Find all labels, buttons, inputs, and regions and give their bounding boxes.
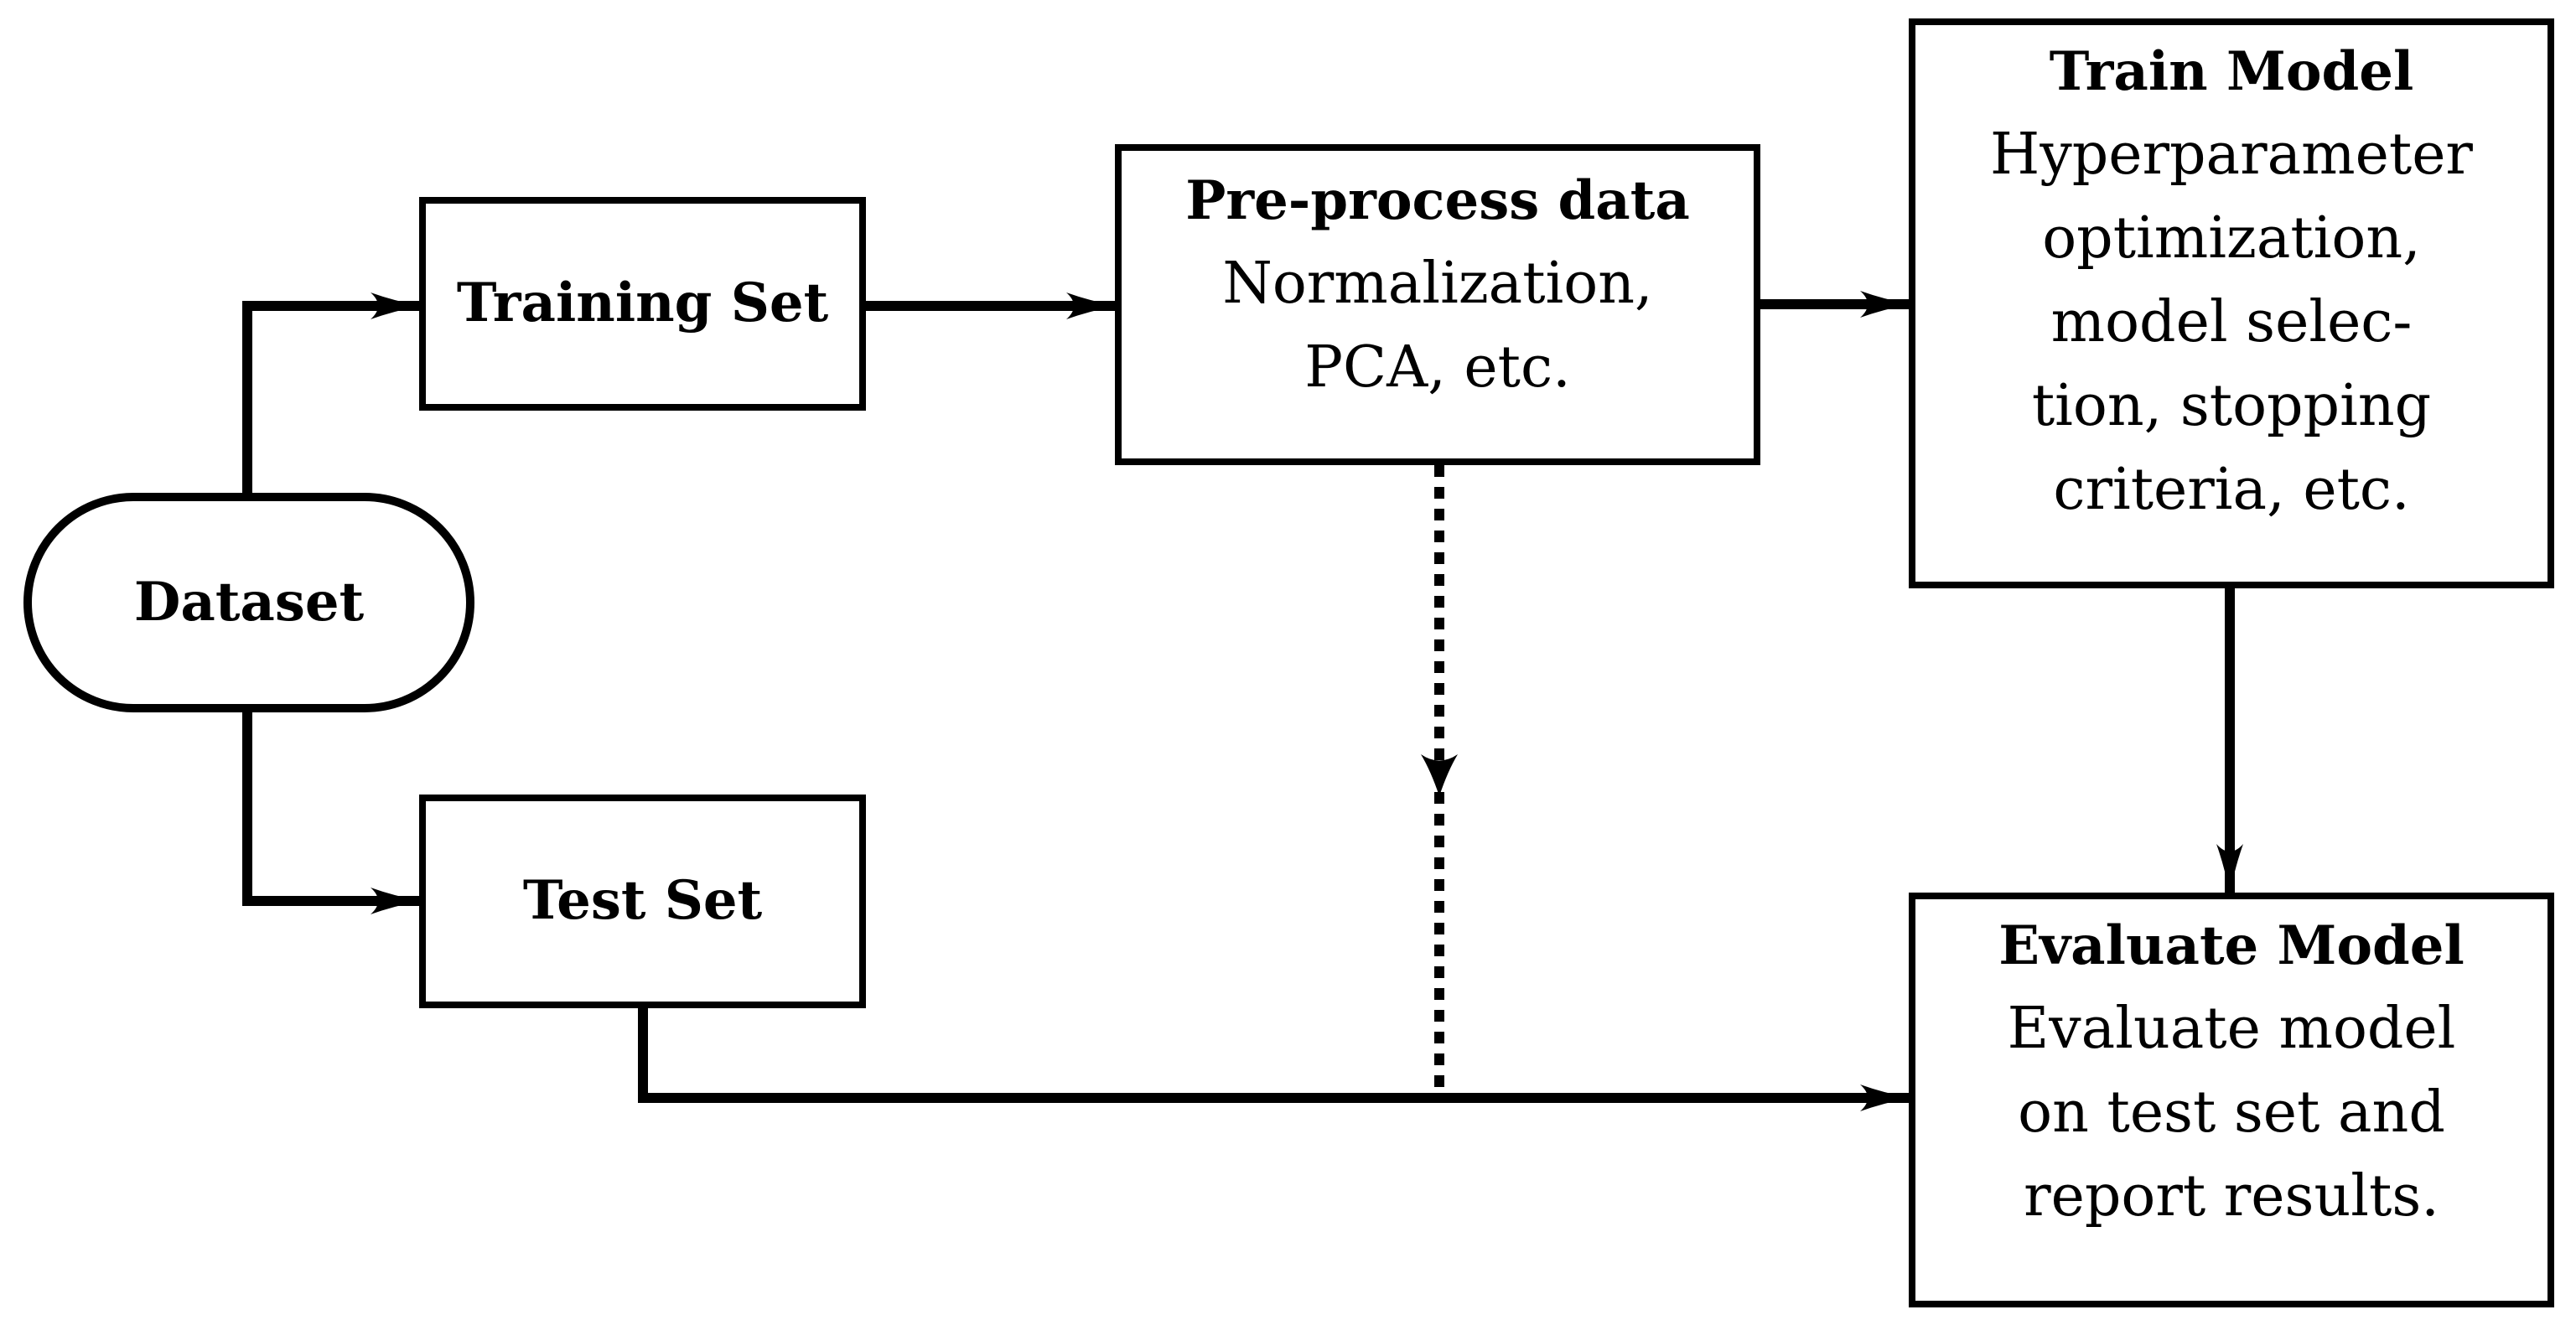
- train-model-body: Hyperparameter optimization, model selec…: [1990, 121, 2473, 523]
- train-model-node: Train Model Hyperparameter optimization,…: [1909, 18, 2554, 588]
- preprocess-node: Pre-process data Normalization, PCA, etc…: [1115, 144, 1760, 465]
- test-set-label: Test Set: [522, 869, 763, 933]
- edge-test-set-to-evaluate-model: [638, 1002, 1910, 1111]
- evaluate-model-node: Evaluate Model Evaluate model on test se…: [1909, 893, 2554, 1307]
- dataset-node: Dataset: [23, 493, 474, 712]
- evaluate-model-body: Evaluate model on test set and report re…: [2007, 995, 2456, 1229]
- dataset-label: Dataset: [133, 570, 365, 634]
- train-model-title: Train Model: [2049, 40, 2414, 103]
- evaluate-model-title: Evaluate Model: [1998, 914, 2465, 977]
- edge-dataset-to-test-set: [242, 712, 421, 914]
- edge-dataset-to-training-set: [242, 292, 421, 493]
- test-set-node: Test Set: [419, 795, 866, 1008]
- preprocess-body: Normalization, PCA, etc.: [1222, 250, 1653, 401]
- training-set-label: Training Set: [456, 272, 829, 335]
- training-set-node: Training Set: [419, 197, 866, 411]
- preprocess-title: Pre-process data: [1185, 169, 1690, 232]
- dotted-arrowhead: [1421, 754, 1458, 796]
